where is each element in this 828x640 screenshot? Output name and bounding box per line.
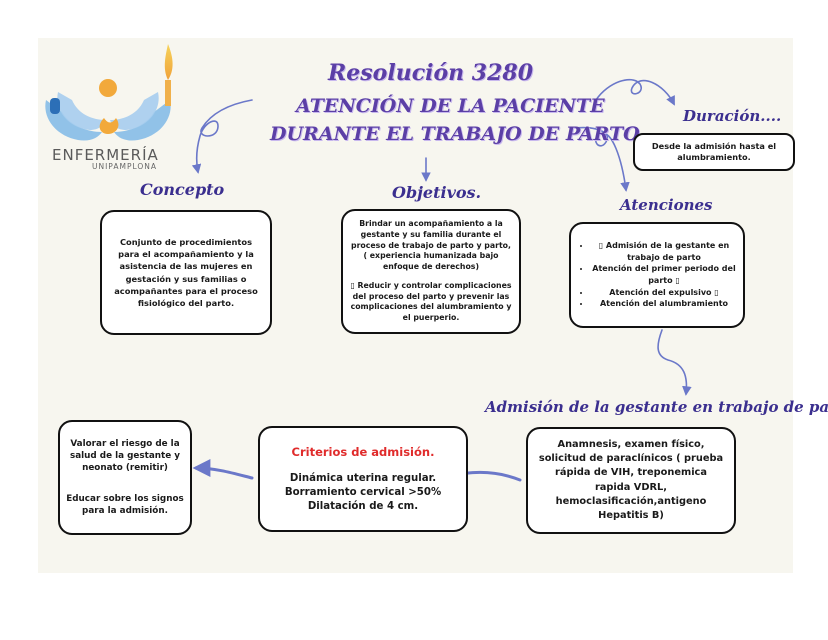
criterios-box: Criterios de admisión. Dinámica uterina …: [258, 426, 468, 532]
label-duracion: Duración....: [683, 107, 782, 125]
objetivos-paragraph-1: Brindar un acompañamiento a la gestante …: [350, 219, 511, 272]
atenciones-item: Atención del primer periodo del parto ▯: [591, 263, 737, 286]
logo-name: ENFERMERÍA: [52, 146, 159, 164]
admision-box: Anamnesis, examen físico, solicitud de p…: [526, 427, 736, 534]
criterios-line: Dinámica uterina regular.: [289, 472, 437, 484]
valorar-paragraph-1: Valorar el riesgo de la salud de la gest…: [69, 438, 181, 474]
atenciones-box: ▯ Admisión de la gestante en trabajo de …: [569, 222, 745, 328]
concepto-box: Conjunto de procedimientos para el acomp…: [100, 210, 272, 335]
duracion-text: Desde la admisión hasta el alumbramiento…: [651, 140, 777, 162]
criterios-line: Dilatación de 4 cm.: [307, 501, 419, 513]
valorar-paragraph-2: Educar sobre los signos para la admisión…: [66, 493, 184, 516]
title-line-1: ATENCIÓN DE LA PACIENTE: [296, 95, 605, 117]
title-resolucion: Resolución 3280: [328, 60, 534, 86]
admision-text: Anamnesis, examen físico, solicitud de p…: [538, 438, 724, 521]
valorar-box: Valorar el riesgo de la salud de la gest…: [58, 420, 192, 535]
atenciones-item: Atención del expulsivo ▯: [591, 287, 737, 299]
criterios-title: Criterios de admisión.: [291, 444, 435, 459]
label-admision: Admisión de la gestante en trabajo de pa…: [485, 398, 828, 416]
duracion-box: Desde la admisión hasta el alumbramiento…: [633, 133, 795, 171]
atenciones-list: ▯ Admisión de la gestante en trabajo de …: [577, 240, 737, 310]
label-concepto: Concepto: [140, 180, 225, 199]
enfermeria-logo-icon: [45, 44, 173, 141]
objetivos-paragraph-2: ▯ Reducir y controlar complicaciones del…: [350, 280, 512, 323]
label-atenciones: Atenciones: [620, 196, 713, 214]
atenciones-item: ▯ Admisión de la gestante en trabajo de …: [591, 240, 737, 263]
criterios-line: Borramiento cervical >50%: [284, 486, 442, 498]
concepto-text: Conjunto de procedimientos para el acomp…: [114, 237, 258, 308]
atenciones-item: Atención del alumbramiento: [591, 298, 737, 310]
logo-subtitle: UNIPAMPLONA: [92, 162, 158, 171]
title-line-2: DURANTE EL TRABAJO DE PARTO: [270, 123, 640, 145]
objetivos-box: Brindar un acompañamiento a la gestante …: [341, 209, 521, 334]
label-objetivos: Objetivos.: [392, 183, 482, 202]
